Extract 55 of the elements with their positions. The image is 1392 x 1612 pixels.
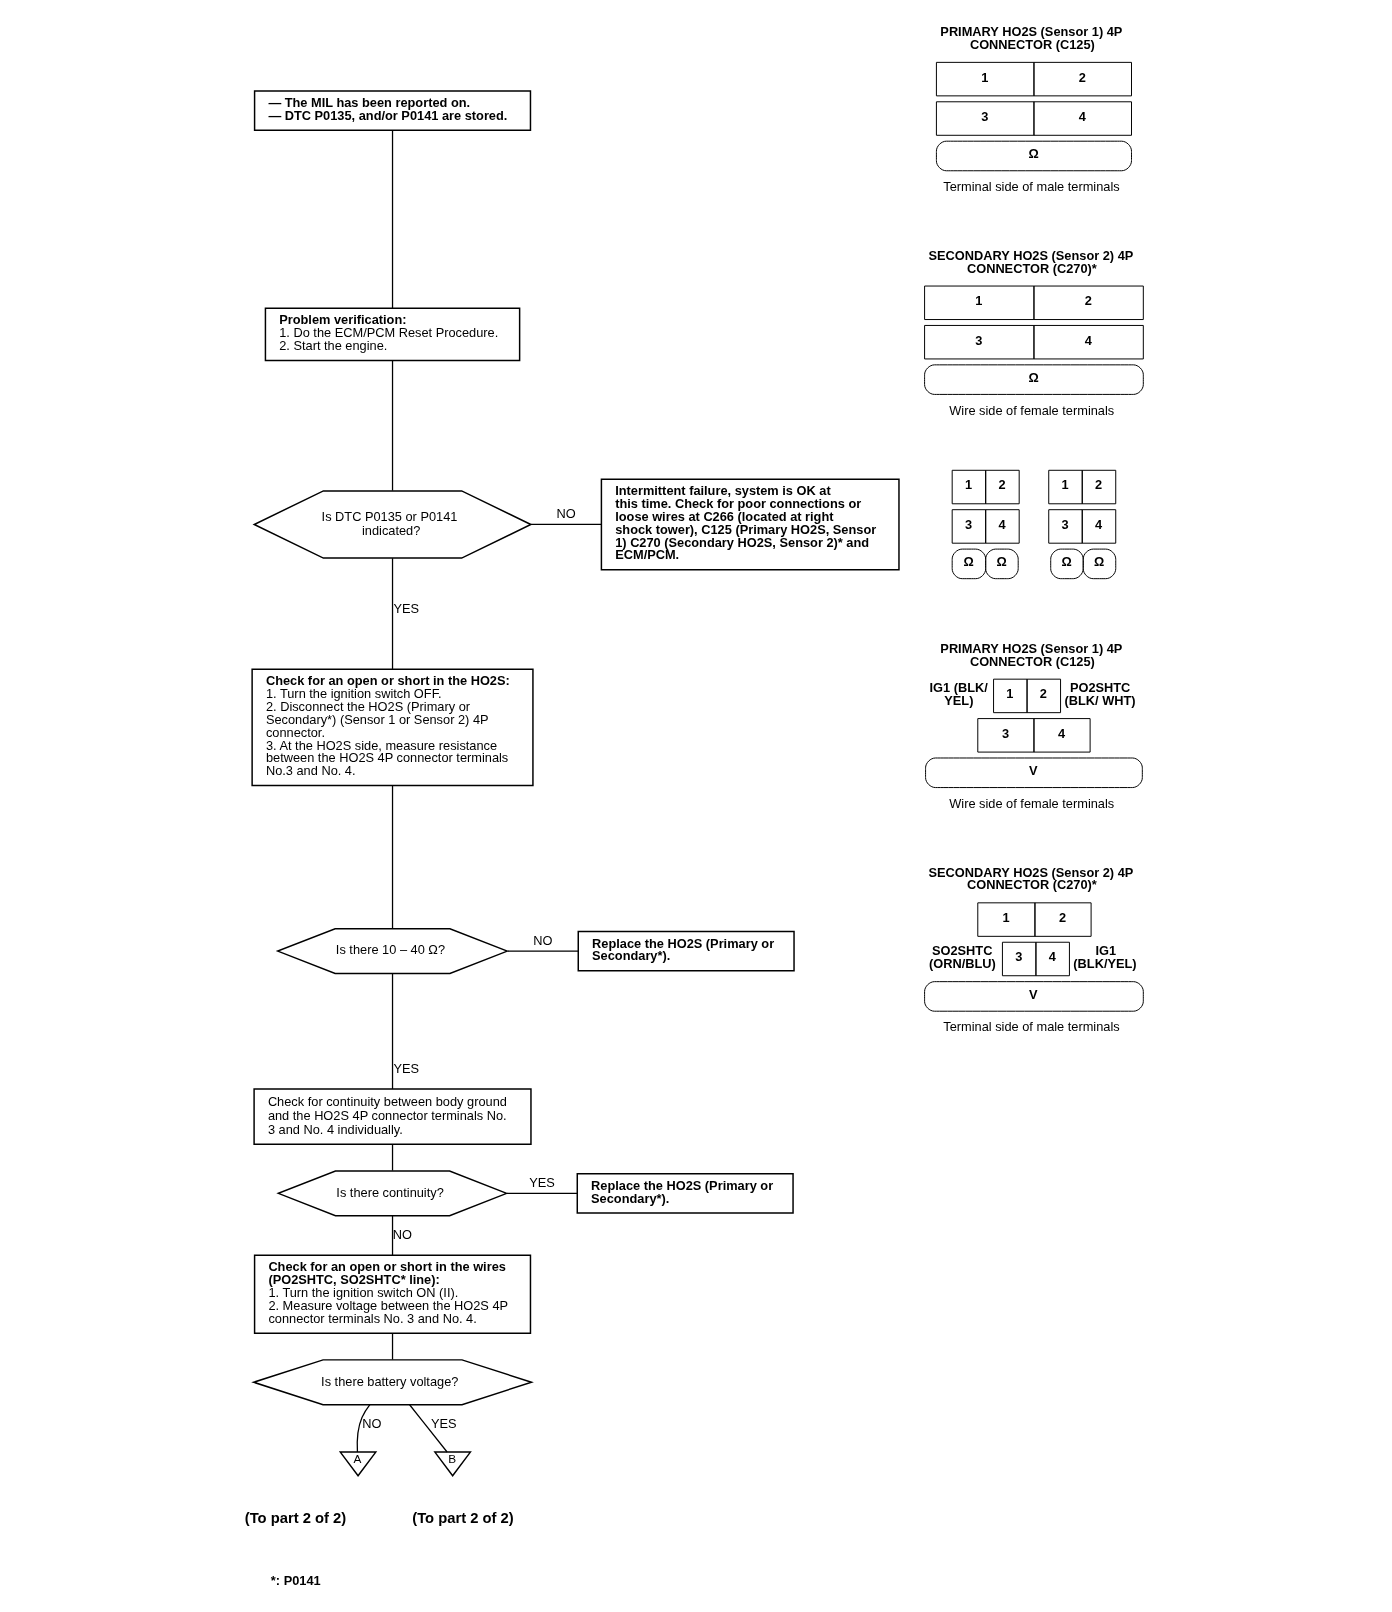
edge-label: YES xyxy=(393,600,420,616)
label: 1 xyxy=(981,69,989,85)
label: Wire side of female terminals xyxy=(949,795,1115,811)
label: 1 xyxy=(1002,909,1010,925)
label: PO2SHTC (BLK/ WHT) xyxy=(1064,680,1136,709)
edge-label: YES xyxy=(430,1415,457,1431)
label: IG1 (BLK/YEL) xyxy=(1073,943,1137,972)
label: Ω xyxy=(1061,554,1072,570)
label: Ω xyxy=(963,554,974,570)
label: Ω xyxy=(1028,370,1039,385)
label: 3 xyxy=(975,332,983,348)
edge-label: NO xyxy=(392,1226,412,1242)
label: 3 xyxy=(981,108,989,124)
label: 1 xyxy=(975,293,983,309)
label: 3 xyxy=(1001,725,1010,741)
label: 4 xyxy=(1078,108,1086,124)
label: 4 xyxy=(1048,949,1056,965)
label: IG1 (BLK/ YEL) xyxy=(929,680,988,709)
label: 4 xyxy=(1084,332,1092,348)
node-label: (To part 2 of 2) xyxy=(412,1509,514,1526)
label: Terminal side of male terminals xyxy=(943,178,1120,194)
label: 2 xyxy=(1084,293,1092,309)
node-label: (To part 2 of 2) xyxy=(244,1509,347,1526)
label: *: P0141 xyxy=(270,1572,321,1588)
label: 1 xyxy=(964,477,973,493)
label: 4 xyxy=(1058,725,1066,741)
label: 2 xyxy=(1078,69,1086,85)
label: 4 xyxy=(998,516,1006,532)
label: PRIMARY HO2S (Sensor 1) 4P CONNECTOR (C125) xyxy=(940,24,1123,52)
label: Terminal side of male terminals xyxy=(943,1019,1120,1035)
label: Ω xyxy=(996,554,1007,570)
edge-label: NO xyxy=(533,932,553,948)
label: SECONDARY HO2S (Sensor 2) 4P CONNECTOR (C270)* xyxy=(928,864,1134,893)
edge-label: NO xyxy=(556,505,576,521)
label: 2 xyxy=(998,477,1006,493)
label: V xyxy=(1029,986,1038,1002)
label: V xyxy=(1029,763,1038,779)
label: SECONDARY HO2S (Sensor 2) 4P CONNECTOR (C270)* xyxy=(928,247,1134,276)
label: Ω xyxy=(1094,554,1105,570)
label: 2 xyxy=(1095,477,1103,493)
label: 3 xyxy=(964,516,973,532)
edge-label: YES xyxy=(529,1174,555,1190)
label: 2 xyxy=(1039,686,1047,702)
label: Ω xyxy=(1028,146,1039,162)
edge-label: NO xyxy=(362,1415,382,1431)
edge-label: YES xyxy=(393,1060,420,1076)
label: 3 xyxy=(1061,516,1069,532)
label: 1 xyxy=(1006,686,1014,702)
label: SO2SHTC (ORN/BLU) xyxy=(929,943,996,972)
label: PRIMARY HO2S (Sensor 1) 4P CONNECTOR (C125) xyxy=(940,640,1123,669)
label: 2 xyxy=(1059,909,1067,925)
label: 1 xyxy=(1061,477,1069,493)
label: 4 xyxy=(1095,516,1103,532)
label: Wire side of female terminals xyxy=(949,402,1115,418)
label: 3 xyxy=(1015,949,1023,965)
